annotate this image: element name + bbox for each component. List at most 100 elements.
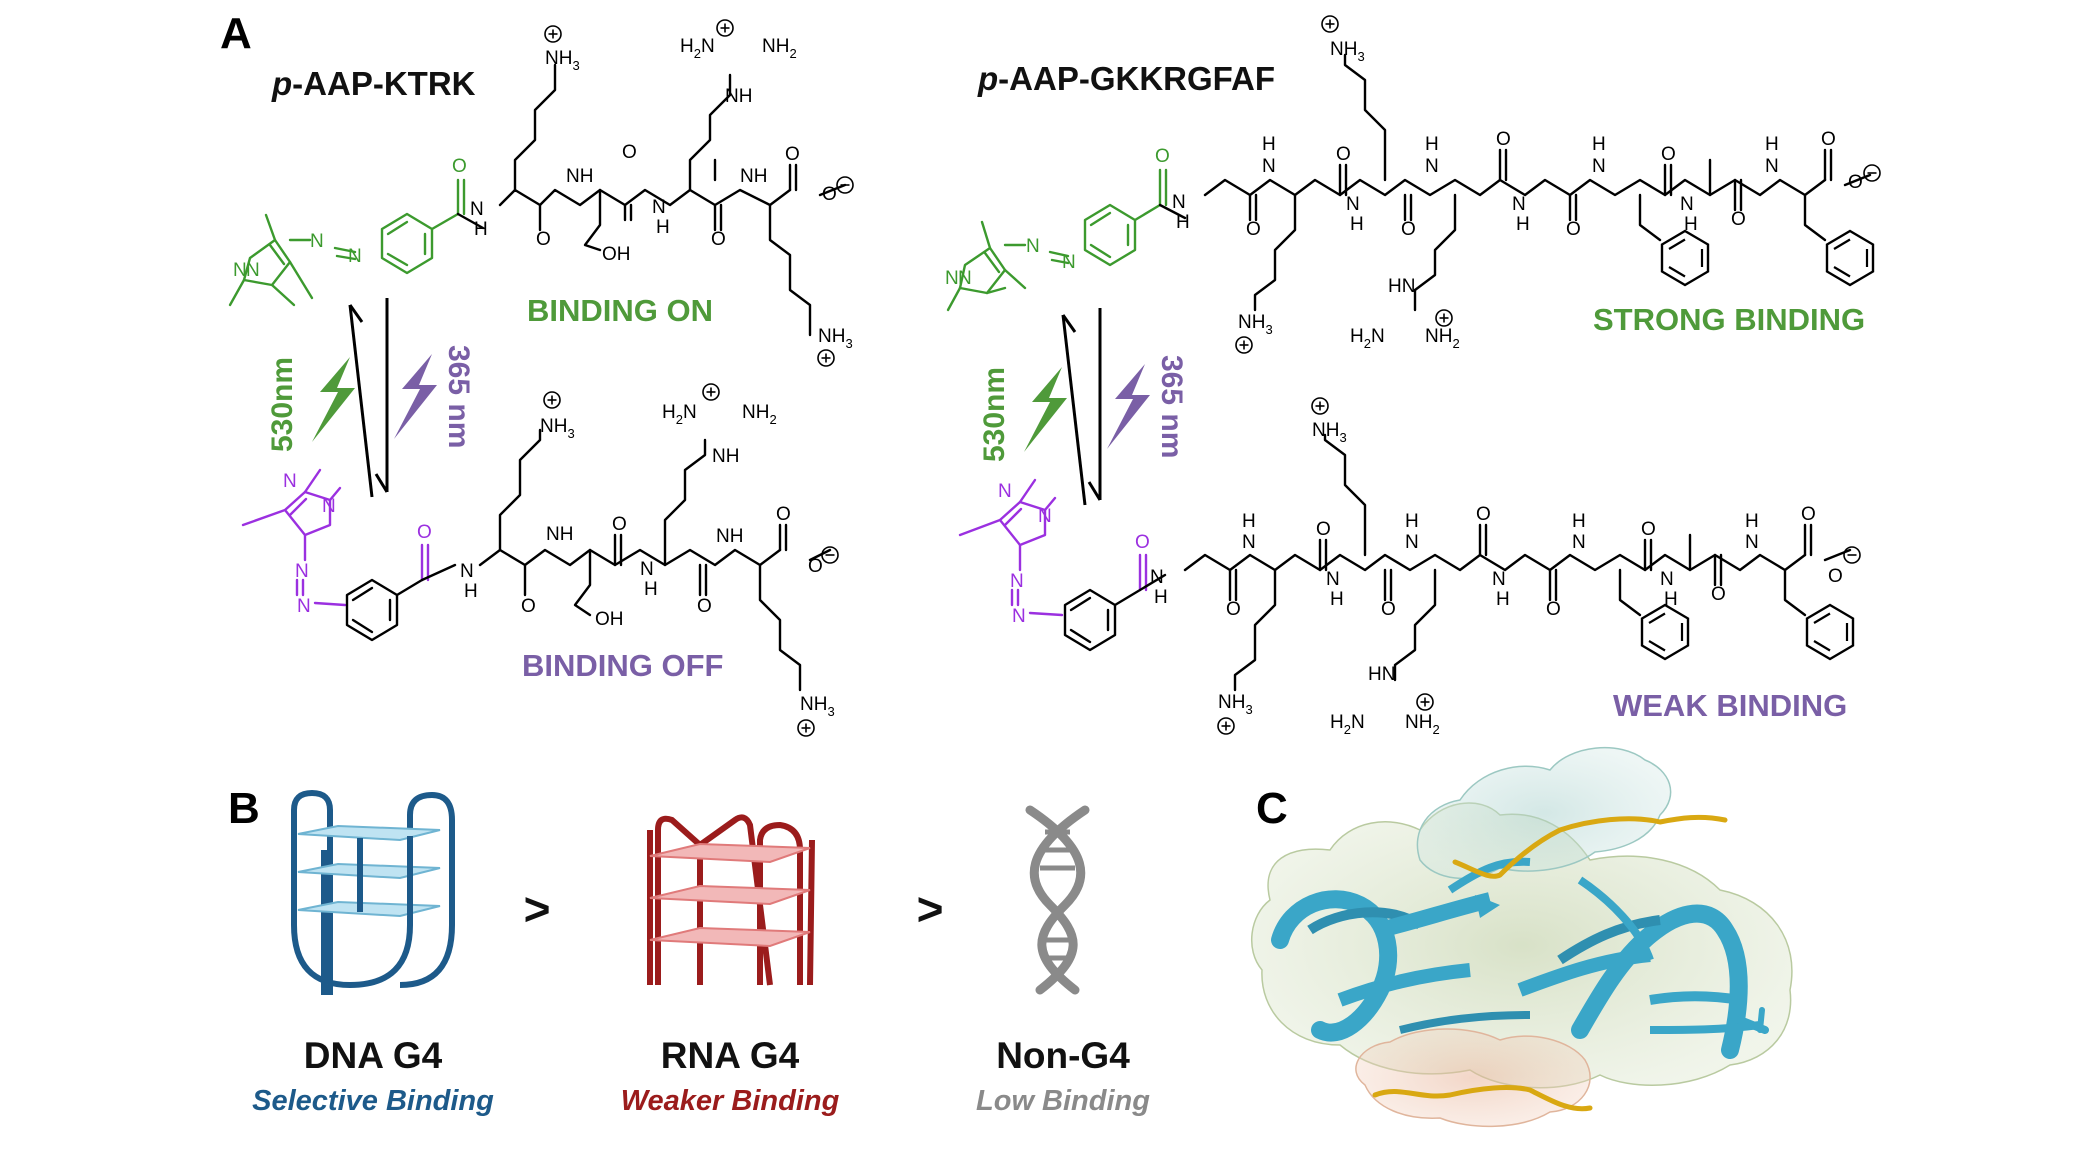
- left-binding-off-label: BINDING OFF: [522, 648, 724, 683]
- cis-nh-2: NH: [546, 524, 573, 545]
- right-purple-lightning-icon: [1107, 364, 1150, 449]
- left-n-3: N: [652, 197, 666, 218]
- r-h-6: H: [1592, 134, 1606, 155]
- r-o-4: O: [1496, 129, 1511, 150]
- r-n-6: N: [1592, 156, 1606, 177]
- r-arg-nh2: NH2: [1425, 326, 1460, 351]
- r-o-6: O: [1661, 144, 1676, 165]
- r-arg-hn: HN: [1388, 276, 1415, 297]
- rc-n-7: N: [1660, 569, 1674, 590]
- non-g4-sublabel: Low Binding: [976, 1085, 1150, 1117]
- rc-h-1: H: [1154, 587, 1168, 608]
- non-g4-label: Non-G4: [996, 1035, 1130, 1076]
- comparator-2: >: [917, 883, 944, 935]
- lys2-nh3-label: NH3: [818, 326, 853, 351]
- left-o-4: O: [785, 144, 800, 165]
- r-carbonyl-o: O: [1155, 146, 1170, 167]
- comparator-1: >: [524, 883, 551, 935]
- rc-o-2: O: [1316, 519, 1331, 540]
- rc-o-3: O: [1381, 599, 1396, 620]
- panel-c-letter: C: [1256, 784, 1288, 833]
- r-n-7: N: [1680, 194, 1694, 215]
- r-n-3: N: [1346, 194, 1360, 215]
- arg-nh2-label: NH2: [762, 36, 797, 61]
- r-lys-up-nh3: NH3: [1330, 39, 1365, 64]
- left-n-h-1: N: [470, 199, 484, 220]
- cis-azo-n1: N: [295, 561, 309, 582]
- r-o-1: O: [1246, 219, 1261, 240]
- cis-o-minus: O: [808, 556, 823, 577]
- rc-h-6: H: [1572, 511, 1586, 532]
- r-h-4: H: [1425, 134, 1439, 155]
- arg-h2n-label: H2N: [680, 36, 715, 61]
- rc-h-2: H: [1242, 511, 1256, 532]
- panel-b-letter: B: [228, 784, 260, 833]
- left-binding-on-label: BINDING ON: [527, 293, 713, 328]
- right-peptide-title: p-AAP-GKKRGFAF: [977, 60, 1275, 97]
- r-azo-n1: N: [1026, 236, 1040, 257]
- rc-lys-up-nh3: NH3: [1312, 420, 1347, 445]
- r-h-1: H: [1176, 212, 1190, 233]
- cis-o-3: O: [697, 596, 712, 617]
- left-ktrk-backbone-cis: [478, 428, 832, 692]
- non-g4-helix-icon: [1025, 805, 1090, 995]
- left-wavelength-365: 365 nm: [442, 345, 475, 448]
- rc-arg-hn: HN: [1368, 664, 1395, 685]
- rc-n-4: N: [1405, 532, 1419, 553]
- rc-azo-n1: N: [1010, 571, 1024, 592]
- r-pyrazole-n1: N: [958, 268, 972, 289]
- left-trans-azo-structure: [228, 178, 485, 307]
- azo-n1-label: N: [310, 231, 324, 252]
- cis-lys2-nh3: NH3: [800, 694, 835, 719]
- cis-carbonyl-o: O: [417, 522, 432, 543]
- rc-o-1: O: [1226, 599, 1241, 620]
- carbonyl-o-label: O: [452, 156, 467, 177]
- rc-n-8: N: [1745, 532, 1759, 553]
- rc-pyrazole-n1: N: [998, 481, 1012, 502]
- r-pyrazole-n2: N: [945, 268, 959, 289]
- left-o-3: O: [711, 229, 726, 250]
- rc-n-2: N: [1242, 532, 1256, 553]
- right-cis-azo-structure: [958, 478, 1167, 652]
- rc-arg-nh2: NH2: [1405, 712, 1440, 737]
- r-h-5: H: [1516, 214, 1530, 235]
- arg-nh-label: NH: [725, 86, 752, 107]
- r-o-2: O: [1336, 144, 1351, 165]
- r-h-8: H: [1765, 134, 1779, 155]
- left-ktrk-backbone: [498, 63, 847, 337]
- cis-h-3: H: [644, 579, 658, 600]
- r-n-8: N: [1765, 156, 1779, 177]
- rc-o-minus: O: [1828, 566, 1843, 587]
- rc-h-7: H: [1664, 589, 1678, 610]
- dna-g4-sublabel: Selective Binding: [252, 1085, 494, 1117]
- left-o-1: O: [536, 229, 551, 250]
- rc-carbonyl-o: O: [1135, 532, 1150, 553]
- left-peptide-title: p-AAP-KTRK: [271, 65, 476, 102]
- cis-n-3: N: [640, 559, 654, 580]
- left-wavelength-530: 530nm: [266, 357, 299, 452]
- r-o-minus: O: [1848, 172, 1863, 193]
- cis-o-2: O: [612, 514, 627, 535]
- cis-arg-h2n: H2N: [662, 402, 697, 427]
- panel-a-letter: A: [220, 9, 252, 58]
- r-h-7: H: [1684, 214, 1698, 235]
- rc-h-8: H: [1745, 511, 1759, 532]
- r-n-5: N: [1512, 194, 1526, 215]
- rc-h-3: H: [1330, 589, 1344, 610]
- cis-arg-nh2: NH2: [742, 402, 777, 427]
- left-nh-4: NH: [740, 166, 767, 187]
- right-strong-binding-label: STRONG BINDING: [1593, 302, 1865, 337]
- dna-g4-icon: [291, 789, 455, 995]
- cis-h-1: H: [464, 581, 478, 602]
- r-arg-h2n: H2N: [1350, 326, 1385, 351]
- left-purple-lightning-icon: [394, 354, 437, 439]
- rc-lys-down-nh3: NH3: [1218, 692, 1253, 717]
- left-o-2: O: [622, 142, 637, 163]
- rc-o-5: O: [1546, 599, 1561, 620]
- cis-oh: OH: [595, 609, 624, 630]
- r-h-3: H: [1350, 214, 1364, 235]
- cis-o-1: O: [521, 596, 536, 617]
- r-n-2: N: [1262, 156, 1276, 177]
- right-equilibrium-arrows: [1061, 308, 1102, 506]
